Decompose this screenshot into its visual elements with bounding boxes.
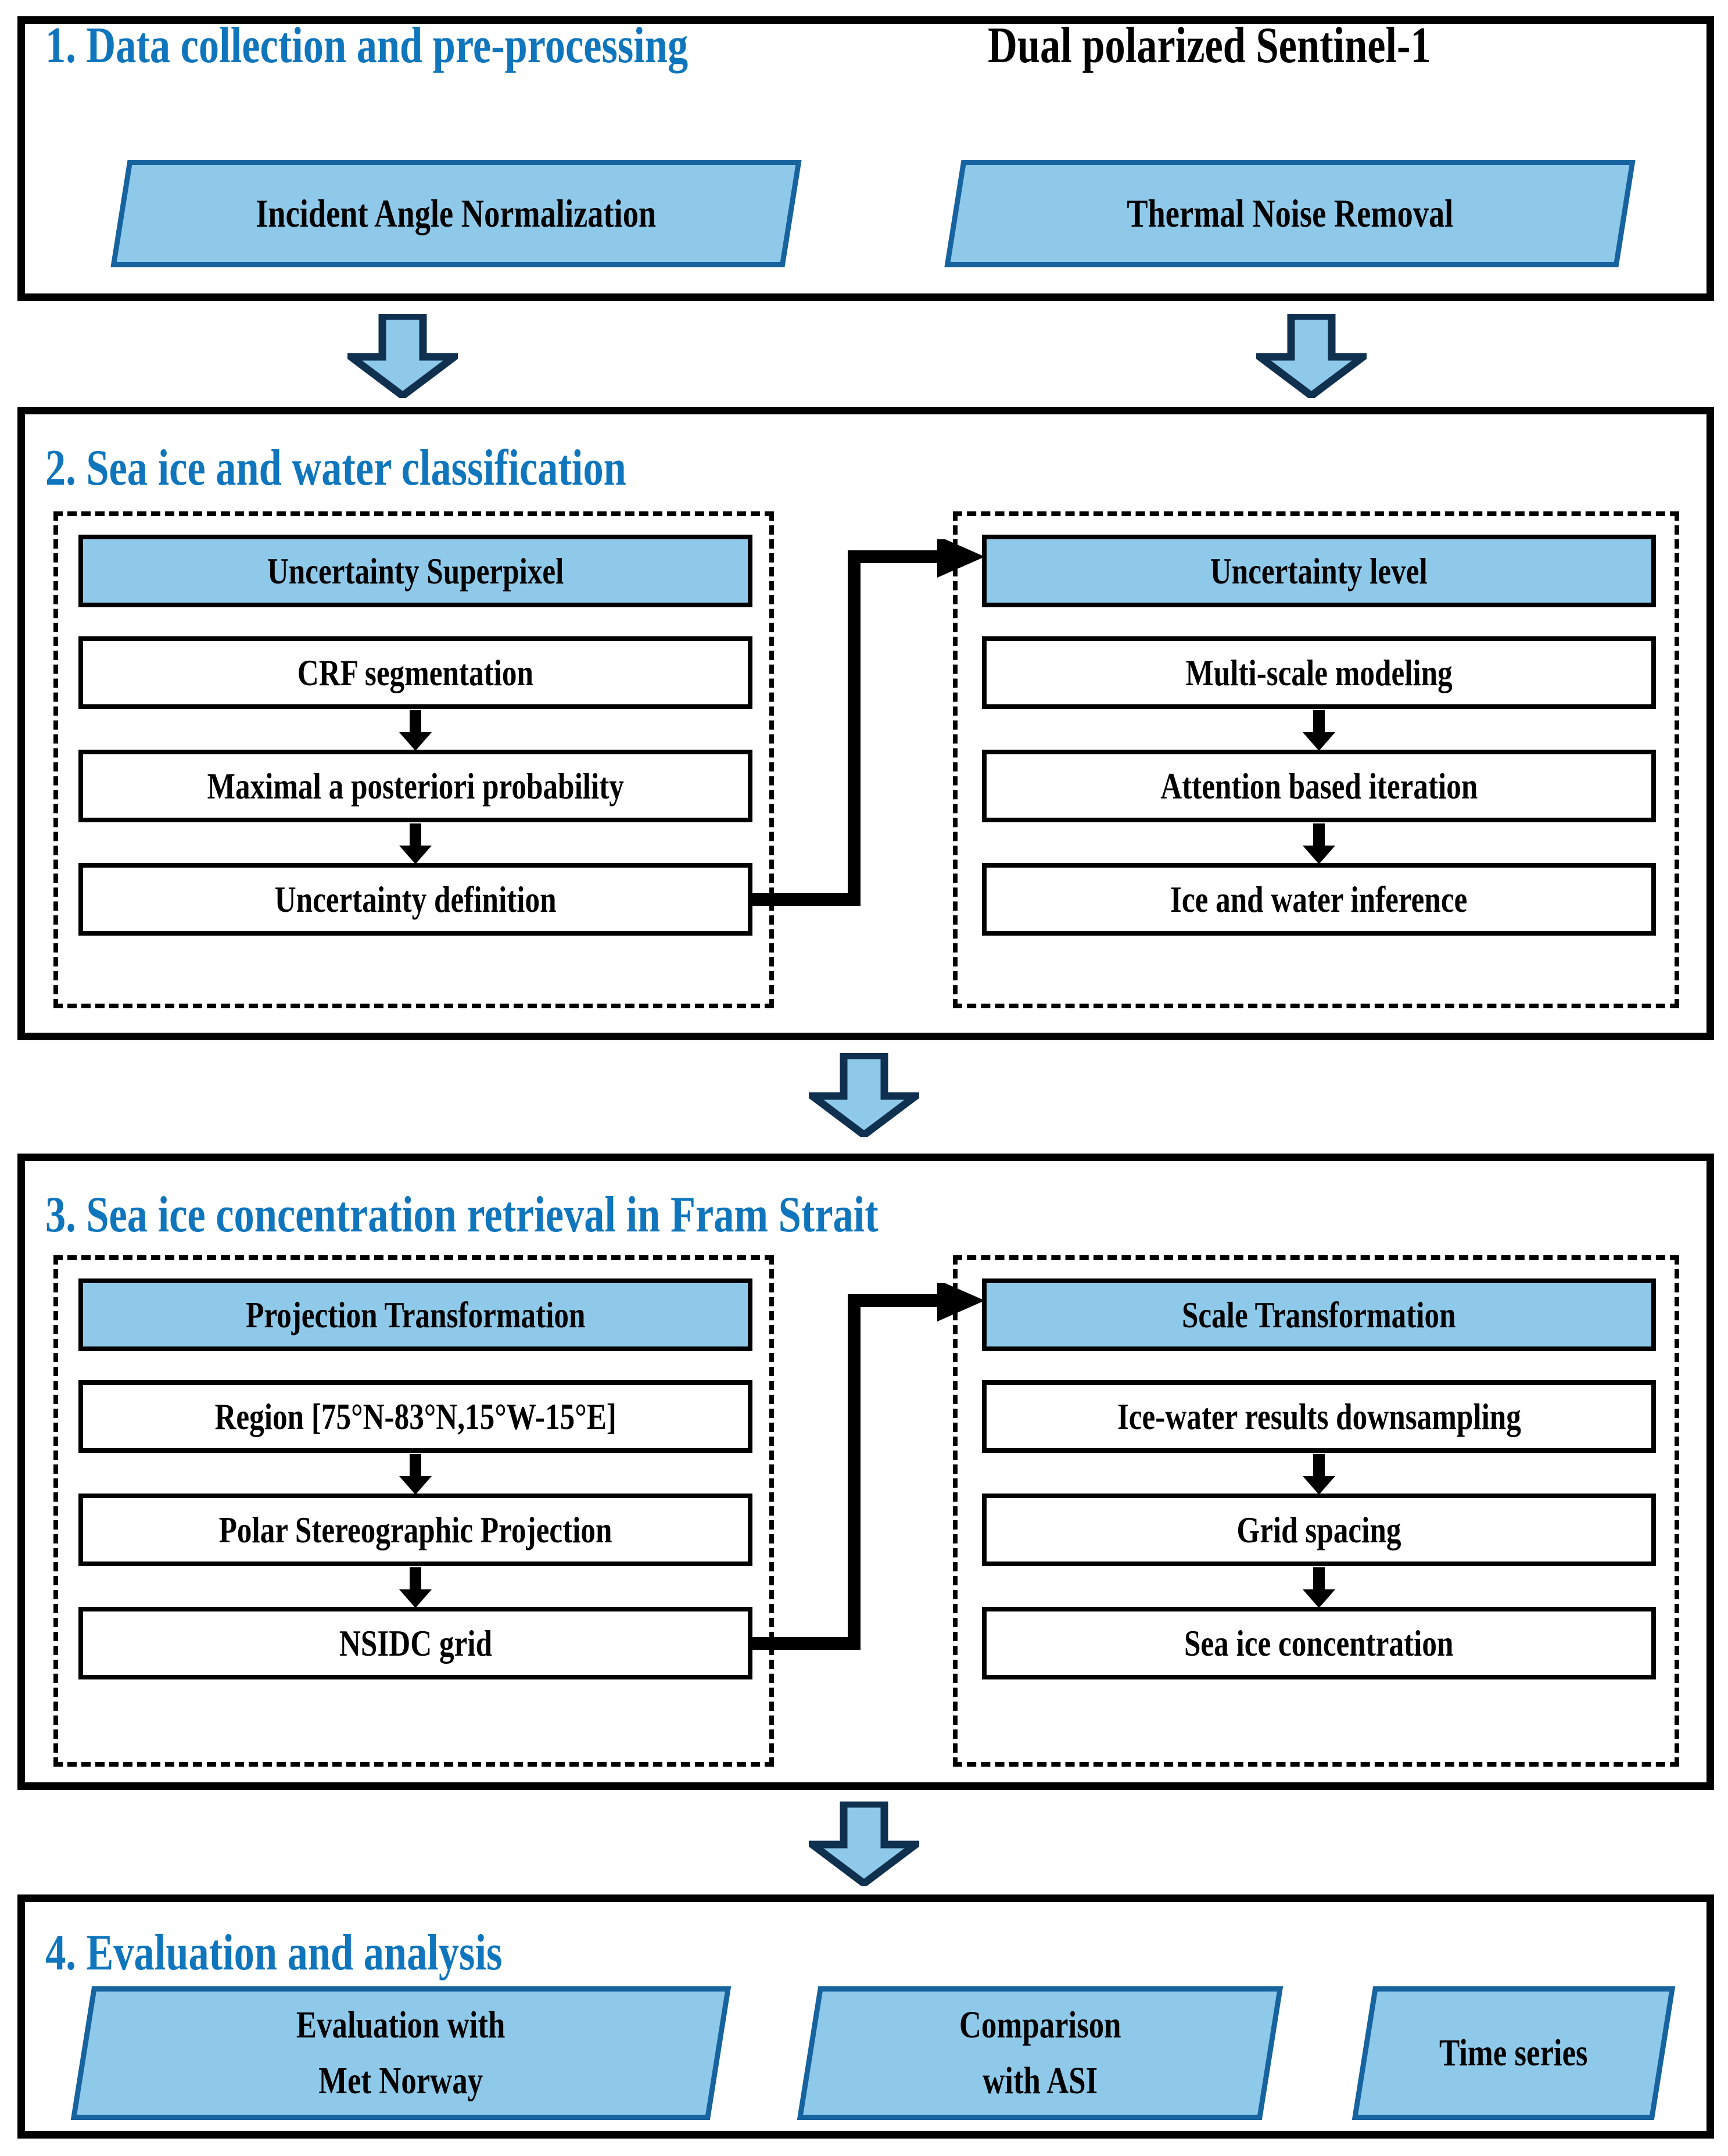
sentinel-1-label: Dual polarized Sentinel-1 — [988, 17, 1431, 74]
node-ice-and-water-inference[interactable]: Ice and water inference — [982, 863, 1656, 936]
node-label: Evaluation with Met Norway — [81, 1986, 720, 2120]
step-arrow-down-icon — [399, 823, 432, 864]
node-scale-transformation[interactable]: Scale Transformation — [982, 1278, 1656, 1351]
node-comparison-with-asi[interactable]: Comparison with ASI — [797, 1986, 1284, 2120]
section-3-title: 3. Sea ice concentration retrieval in Fr… — [45, 1187, 879, 1243]
section-2-left-panel — [53, 511, 774, 1008]
node-label-line1: Comparison — [959, 2004, 1121, 2047]
section-3-right-panel — [953, 1255, 1679, 1767]
flow-arrow-down-icon — [809, 1802, 919, 1886]
node-attention-based-iteration[interactable]: Attention based iteration — [982, 750, 1656, 822]
node-uncertainty-superpixel[interactable]: Uncertainty Superpixel — [78, 535, 752, 607]
step-arrow-down-icon — [1303, 823, 1335, 864]
node-label: Time series — [1363, 1986, 1665, 2120]
section-1-title: 1. Data collection and pre-processing — [45, 17, 689, 74]
step-arrow-down-icon — [1303, 710, 1335, 751]
node-nsidc-grid[interactable]: NSIDC grid — [78, 1607, 752, 1679]
node-multi-scale-modeling[interactable]: Multi-scale modeling — [982, 636, 1656, 709]
node-maximal-a-posteriori-probability[interactable]: Maximal a posteriori probability — [78, 750, 752, 822]
node-label-line2: with ASI — [982, 2060, 1098, 2102]
section-4-title: 4. Evaluation and analysis — [45, 1925, 503, 1981]
step-arrow-down-icon — [1303, 1454, 1335, 1495]
node-label: Thermal Noise Removal — [1126, 191, 1454, 236]
node-label: Comparison with ASI — [808, 1986, 1272, 2120]
node-sea-ice-concentration[interactable]: Sea ice concentration — [982, 1607, 1656, 1679]
node-crf-segmentation[interactable]: CRF segmentation — [78, 636, 752, 709]
flow-arrow-down-icon — [809, 1053, 919, 1137]
node-thermal-noise-removal[interactable]: Thermal Noise Removal — [944, 160, 1636, 267]
node-region-extent[interactable]: Region [75°N-83°N,15°W-15°E] — [78, 1380, 752, 1453]
step-arrow-down-icon — [399, 710, 432, 751]
node-label-line1: Time series — [1439, 2032, 1588, 2075]
node-time-series[interactable]: Time series — [1351, 1986, 1676, 2120]
node-uncertainty-level[interactable]: Uncertainty level — [982, 535, 1656, 607]
section-3-left-panel — [53, 1255, 774, 1767]
node-incident-angle-normalization[interactable]: Incident Angle Normalization — [110, 160, 802, 267]
node-label: Incident Angle Normalization — [256, 191, 657, 236]
node-polar-stereographic-projection[interactable]: Polar Stereographic Projection — [78, 1494, 752, 1566]
connector-left-to-right-arrow-icon — [752, 1283, 996, 1684]
node-projection-transformation[interactable]: Projection Transformation — [78, 1278, 752, 1351]
node-ice-water-results-downsampling[interactable]: Ice-water results downsampling — [982, 1380, 1656, 1453]
connector-left-to-right-arrow-icon — [752, 539, 996, 940]
flow-arrow-down-icon — [347, 314, 458, 398]
node-label-line2: Met Norway — [318, 2060, 483, 2102]
section-2-right-panel — [953, 511, 1679, 1008]
node-grid-spacing[interactable]: Grid spacing — [982, 1494, 1656, 1566]
section-2-title: 2. Sea ice and water classification — [45, 440, 626, 496]
step-arrow-down-icon — [399, 1567, 432, 1608]
step-arrow-down-icon — [399, 1454, 432, 1495]
node-uncertainty-definition[interactable]: Uncertainty definition — [78, 863, 752, 936]
step-arrow-down-icon — [1303, 1567, 1335, 1608]
node-evaluation-with-met-norway[interactable]: Evaluation with Met Norway — [70, 1986, 732, 2120]
node-label-line1: Evaluation with — [296, 2004, 506, 2047]
flow-arrow-down-icon — [1256, 314, 1367, 398]
